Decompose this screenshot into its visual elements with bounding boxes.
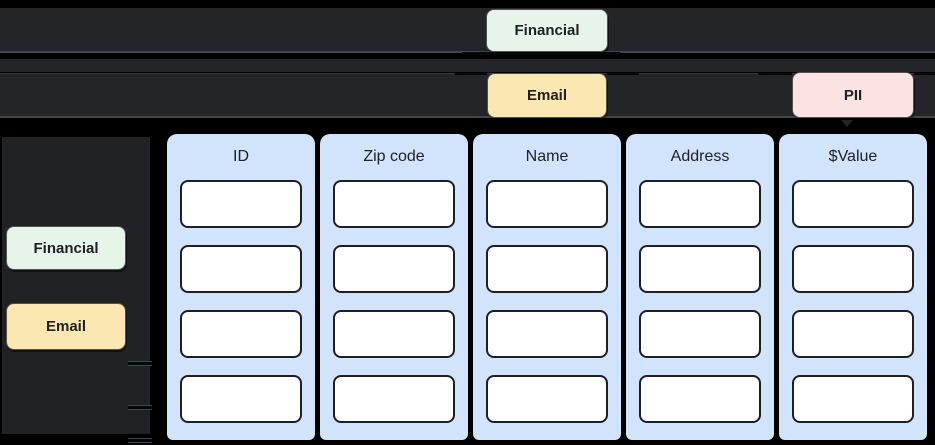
data-table: ID Zip code Name Address [167, 134, 927, 440]
sidebar-slot-notch [128, 438, 152, 443]
empty-cell [486, 245, 608, 293]
empty-cell [333, 180, 455, 228]
column-header: $Value [828, 148, 878, 165]
empty-cell [792, 310, 914, 358]
financial-tag-sidebar[interactable]: Financial [6, 226, 126, 270]
empty-cell [639, 375, 761, 423]
empty-cell [792, 180, 914, 228]
empty-cell [180, 375, 302, 423]
slot-edge-line [758, 73, 792, 75]
empty-cell [180, 245, 302, 293]
empty-cell [180, 180, 302, 228]
empty-cell [792, 245, 914, 293]
empty-cell [639, 180, 761, 228]
slot-edge-line [914, 73, 935, 75]
column-header: ID [233, 148, 249, 165]
column-header: Zip code [363, 148, 425, 165]
financial-tag-top[interactable]: Financial [486, 9, 608, 52]
table-column-value: $Value [779, 134, 927, 440]
empty-cell [333, 375, 455, 423]
empty-cell [486, 310, 608, 358]
top-track-row-1 [0, 8, 935, 53]
table-column-name: Name [473, 134, 621, 440]
email-tag-sidebar[interactable]: Email [6, 303, 126, 350]
empty-cell [333, 310, 455, 358]
email-tag-top[interactable]: Email [487, 73, 607, 118]
table-column-zip-code: Zip code [320, 134, 468, 440]
empty-cell [486, 180, 608, 228]
table-column-address: Address [626, 134, 774, 440]
slot-edge-line [455, 73, 487, 75]
column-header: Address [670, 148, 730, 165]
row-pointer-arrow [841, 120, 853, 127]
slot-edge-line [462, 52, 620, 55]
tag-sidebar [2, 137, 152, 443]
empty-cell [639, 310, 761, 358]
empty-cell [180, 310, 302, 358]
sidebar-slot-notch [128, 405, 152, 410]
empty-cell [792, 375, 914, 423]
table-column-id: ID [167, 134, 315, 440]
sidebar-slot-notch [128, 361, 152, 366]
empty-cell [639, 245, 761, 293]
empty-cell [486, 375, 608, 423]
slot-edge-line [607, 73, 639, 75]
column-header: Name [525, 148, 569, 165]
pii-tag-top[interactable]: PII [792, 72, 914, 118]
top-track-row-collapsed [0, 59, 935, 73]
empty-cell [333, 245, 455, 293]
